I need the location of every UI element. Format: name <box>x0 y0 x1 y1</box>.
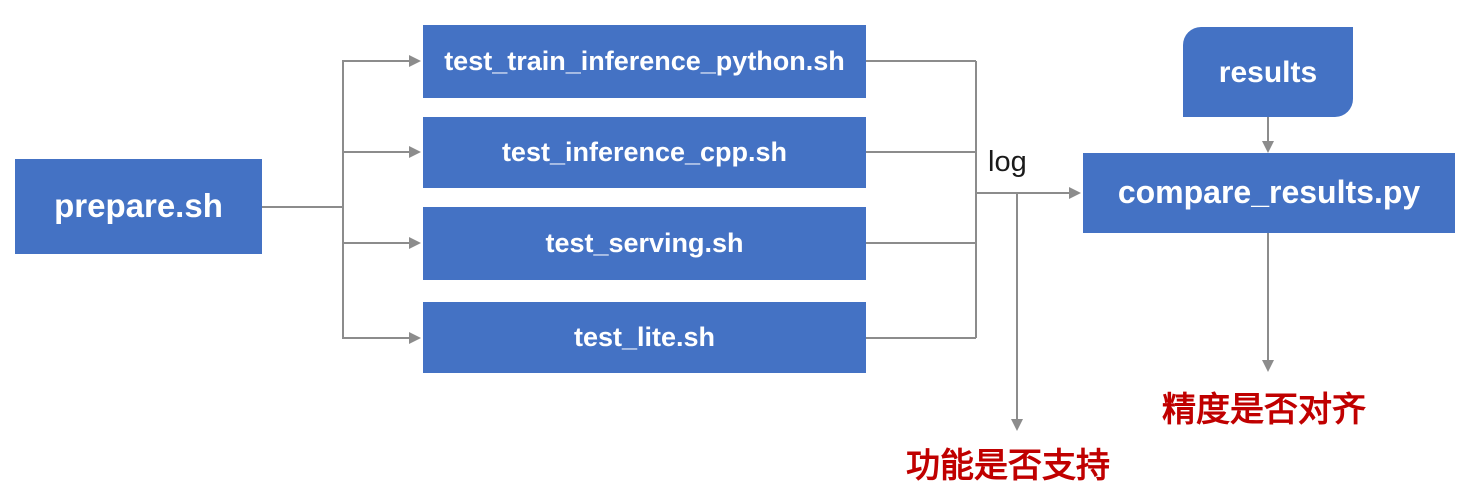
arrowhead-to-test-1 <box>409 55 421 67</box>
connector-prepare-out <box>262 206 342 208</box>
arrowhead-log-down <box>1011 419 1023 431</box>
arrowhead-compare-down <box>1262 360 1274 372</box>
node-results: results <box>1183 27 1353 117</box>
connector-test-1-out <box>866 60 976 62</box>
connector-merge-vertical <box>975 61 977 338</box>
connector-test-4-out <box>866 337 976 339</box>
arrowhead-to-test-2 <box>409 146 421 158</box>
connector-test-3-out <box>866 242 976 244</box>
node-test-inference-cpp-sh: test_inference_cpp.sh <box>423 117 866 188</box>
annotation-precision-aligned: 精度是否对齐 <box>1162 391 1366 429</box>
connector-log-down <box>1016 193 1018 419</box>
node-test-serving-sh: test_serving.sh <box>423 207 866 280</box>
connector-results-to-compare <box>1267 117 1269 141</box>
arrowhead-to-test-4 <box>409 332 421 344</box>
node-prepare-sh: prepare.sh <box>15 159 262 254</box>
arrowhead-to-compare <box>1069 187 1081 199</box>
connector-fanout-vertical <box>342 61 344 338</box>
connector-test-2-out <box>866 151 976 153</box>
connector-to-test-1 <box>342 60 409 62</box>
connector-log-to-compare <box>975 192 1069 194</box>
annotation-function-support: 功能是否支持 <box>906 447 1110 485</box>
connector-to-test-3 <box>342 242 409 244</box>
arrowhead-to-test-3 <box>409 237 421 249</box>
connector-to-test-2 <box>342 151 409 153</box>
arrowhead-results-to-compare <box>1262 141 1274 153</box>
node-test-train-inference-python-sh: test_train_inference_python.sh <box>423 25 866 98</box>
node-test-lite-sh: test_lite.sh <box>423 302 866 373</box>
edge-label-log: log <box>988 146 1027 178</box>
connector-compare-down <box>1267 233 1269 360</box>
node-compare-results-py: compare_results.py <box>1083 153 1455 233</box>
connector-to-test-4 <box>342 337 409 339</box>
